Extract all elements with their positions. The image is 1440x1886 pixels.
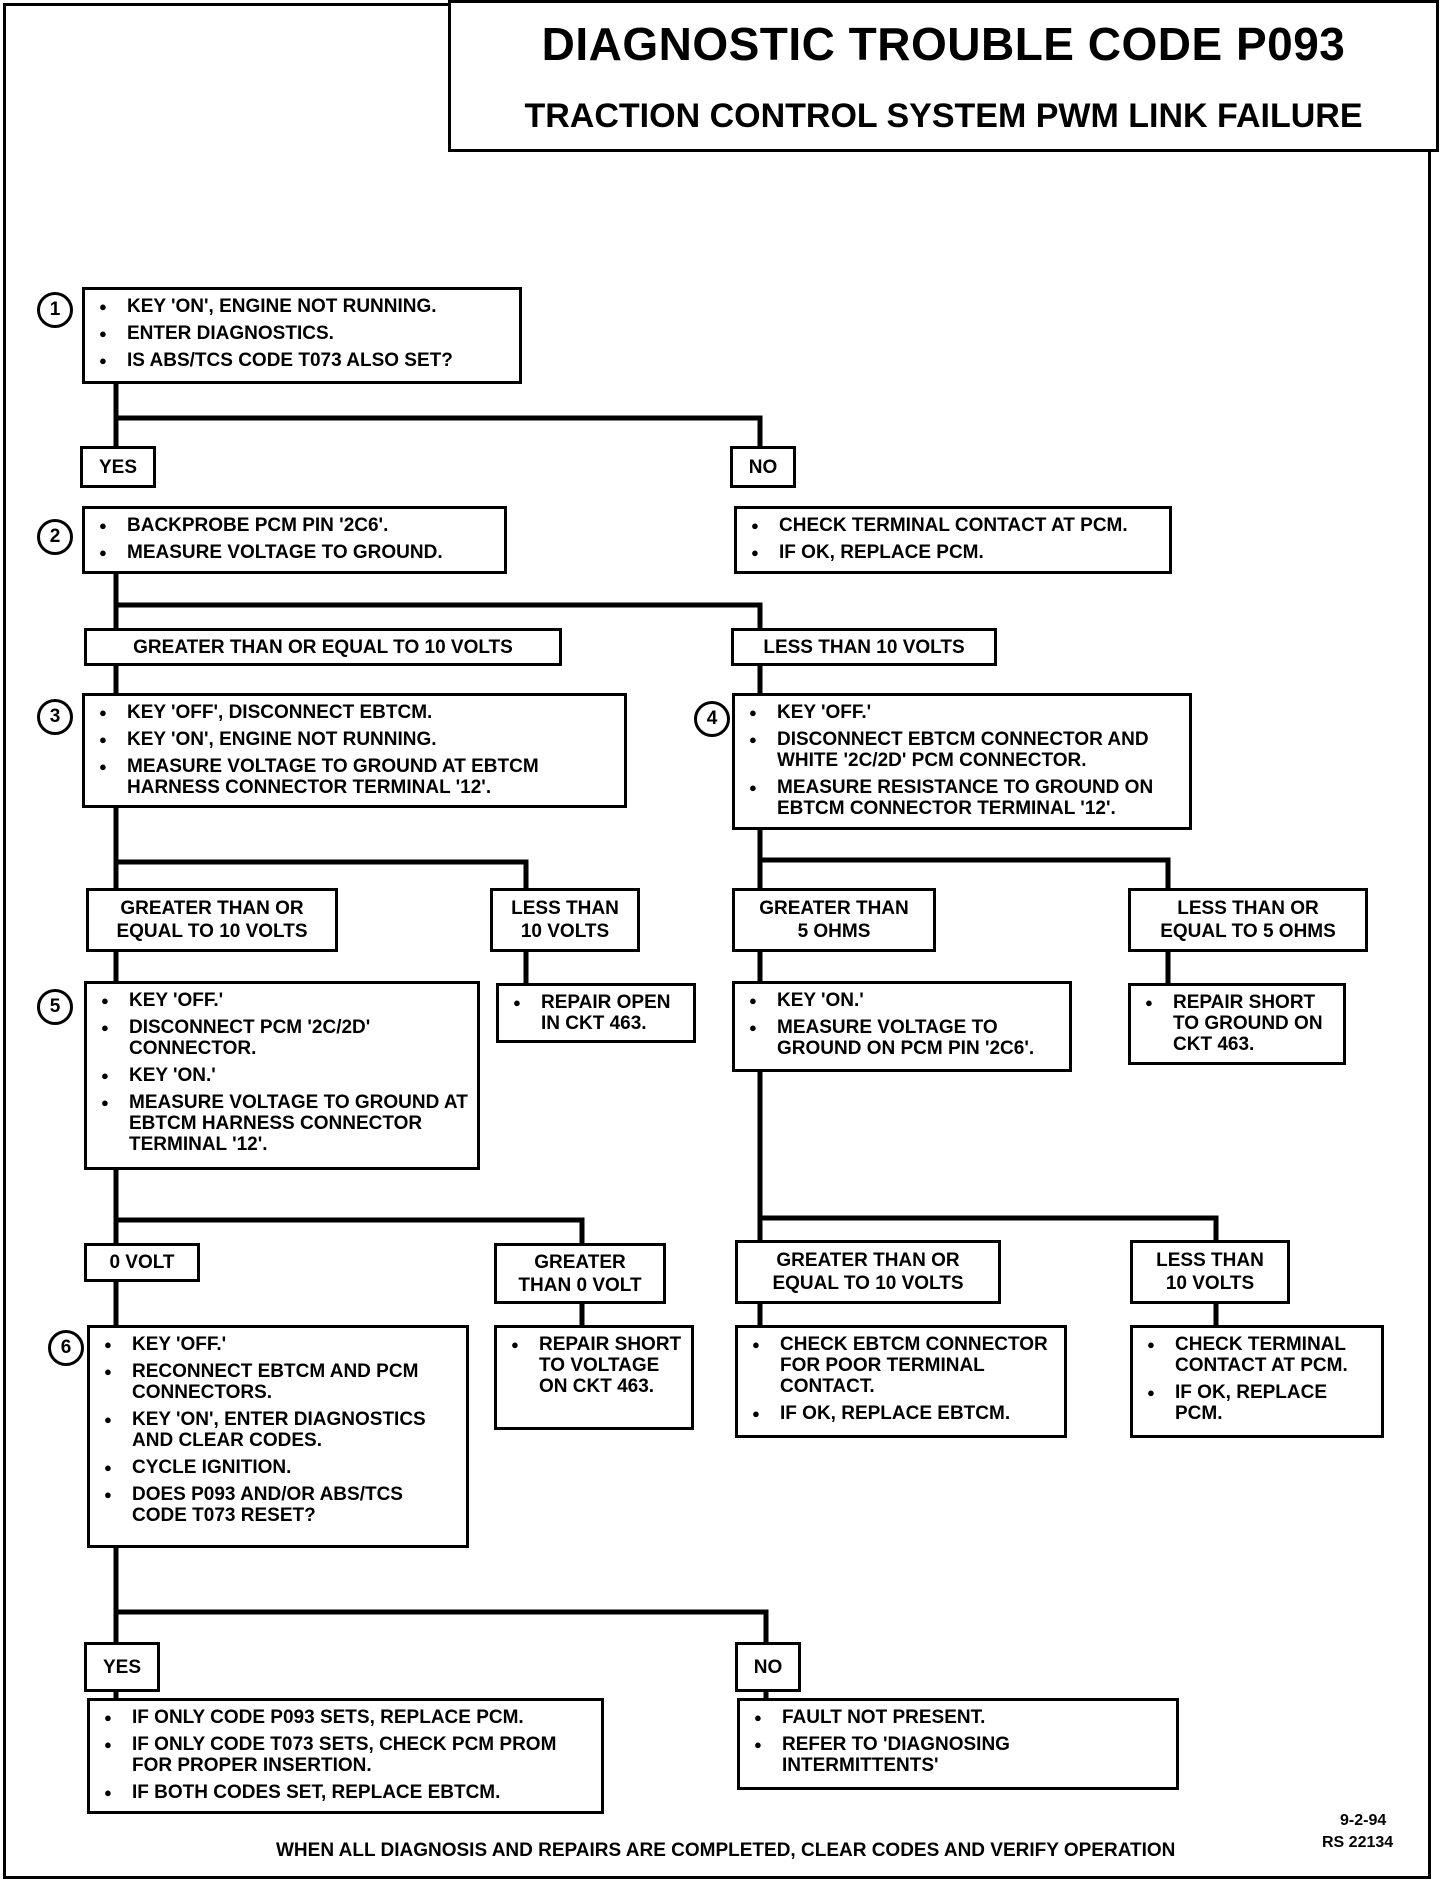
page-title: DIAGNOSTIC TROUBLE CODE P093	[541, 18, 1346, 70]
branch-le5: LESS THAN OR EQUAL TO 5 OHMS	[1128, 888, 1368, 952]
branch-ge10-a: GREATER THAN OR EQUAL TO 10 VOLTS	[84, 628, 562, 666]
branch-zero-volt: 0 VOLT	[84, 1243, 200, 1282]
list-item: CHECK TERMINAL CONTACT AT PCM.	[745, 515, 1161, 536]
branch-lt10-b: LESS THAN 10 VOLTS	[490, 888, 640, 952]
list-item: KEY 'OFF.'	[95, 990, 469, 1011]
list-item: IF BOTH CODES SET, REPLACE EBTCM.	[98, 1782, 593, 1803]
step-4-box: KEY 'OFF.' DISCONNECT EBTCM CONNECTOR AND…	[732, 693, 1192, 830]
list-item: CHECK TERMINAL CONTACT AT PCM.	[1141, 1334, 1373, 1376]
list-item: DISCONNECT PCM '2C/2D' CONNECTOR.	[95, 1017, 469, 1059]
list-item: ENTER DIAGNOSTICS.	[93, 323, 511, 344]
list-item: KEY 'OFF', DISCONNECT EBTCM.	[93, 702, 616, 723]
list-item: MEASURE VOLTAGE TO GROUND AT EBTCM HARNE…	[93, 756, 616, 798]
list-item: MEASURE VOLTAGE TO GROUND.	[93, 542, 496, 563]
branch-lt10-c: LESS THAN 10 VOLTS	[1130, 1240, 1290, 1304]
branch-gt5: GREATER THAN 5 OHMS	[732, 888, 936, 952]
footer-note: WHEN ALL DIAGNOSIS AND REPAIRS ARE COMPL…	[276, 1840, 1176, 1861]
list-item: REPAIR SHORT TO VOLTAGE ON CKT 463.	[505, 1334, 683, 1397]
list-item: DOES P093 AND/OR ABS/TCS CODE T073 RESET…	[98, 1484, 458, 1526]
list-item: MEASURE VOLTAGE TO GROUND ON PCM PIN '2C…	[743, 1017, 1061, 1059]
list-item: REFER TO 'DIAGNOSING INTERMITTENTS'	[748, 1734, 1168, 1776]
list-item: KEY 'OFF.'	[743, 702, 1181, 723]
step-number-1: 1	[37, 292, 73, 328]
list-item: IS ABS/TCS CODE T073 ALSO SET?	[93, 350, 511, 371]
list-item: MEASURE RESISTANCE TO GROUND ON EBTCM CO…	[743, 777, 1181, 819]
list-item: FAULT NOT PRESENT.	[748, 1707, 1168, 1728]
check-ebtcm-box: CHECK EBTCM CONNECTOR FOR POOR TERMINAL …	[735, 1325, 1067, 1438]
list-item: RECONNECT EBTCM AND PCM CONNECTORS.	[98, 1361, 458, 1403]
list-item: CYCLE IGNITION.	[98, 1457, 458, 1478]
no-result-box: FAULT NOT PRESENT. REFER TO 'DIAGNOSING I…	[737, 1698, 1179, 1790]
list-item: DISCONNECT EBTCM CONNECTOR AND WHITE '2C…	[743, 729, 1181, 771]
list-item: KEY 'ON', ENGINE NOT RUNNING.	[93, 729, 616, 750]
repair-short-ground-box: REPAIR SHORT TO GROUND ON CKT 463.	[1128, 983, 1346, 1065]
step-4b-box: KEY 'ON.' MEASURE VOLTAGE TO GROUND ON PC…	[732, 981, 1072, 1072]
page-subtitle: TRACTION CONTROL SYSTEM PWM LINK FAILURE	[524, 97, 1363, 135]
branch-ge10-c: GREATER THAN OR EQUAL TO 10 VOLTS	[735, 1240, 1001, 1304]
step-number-6: 6	[48, 1330, 84, 1366]
list-item: MEASURE VOLTAGE TO GROUND AT EBTCM HARNE…	[95, 1092, 469, 1155]
check-pcm-box-2: CHECK TERMINAL CONTACT AT PCM. IF OK, REP…	[1130, 1325, 1384, 1438]
branch-lt10-a: LESS THAN 10 VOLTS	[731, 628, 997, 666]
step-5-box: KEY 'OFF.' DISCONNECT PCM '2C/2D' CONNECT…	[84, 981, 480, 1170]
list-item: REPAIR SHORT TO GROUND ON CKT 463.	[1139, 992, 1335, 1055]
step-number-5: 5	[37, 989, 73, 1025]
list-item: IF OK, REPLACE EBTCM.	[746, 1403, 1056, 1424]
check-pcm-box-1: CHECK TERMINAL CONTACT AT PCM. IF OK, REP…	[734, 506, 1172, 574]
list-item: IF OK, REPLACE PCM.	[1141, 1382, 1373, 1424]
repair-short-voltage-box: REPAIR SHORT TO VOLTAGE ON CKT 463.	[494, 1325, 694, 1430]
title-box: DIAGNOSTIC TROUBLE CODE P093 TRACTION CO…	[448, 0, 1439, 152]
list-item: IF OK, REPLACE PCM.	[745, 542, 1161, 563]
list-item: REPAIR OPEN IN CKT 463.	[507, 992, 685, 1034]
footer-date: 9-2-94	[1340, 1812, 1387, 1829]
list-item: IF ONLY CODE T073 SETS, CHECK PCM PROM F…	[98, 1734, 593, 1776]
step-3-box: KEY 'OFF', DISCONNECT EBTCM. KEY 'ON', EN…	[82, 693, 627, 808]
yes-result-box: IF ONLY CODE P093 SETS, REPLACE PCM. IF O…	[87, 1698, 604, 1814]
list-item: KEY 'OFF.'	[98, 1334, 458, 1355]
list-item: KEY 'ON.'	[743, 990, 1061, 1011]
step-number-2: 2	[37, 519, 73, 555]
list-item: KEY 'ON', ENTER DIAGNOSTICS AND CLEAR CO…	[98, 1409, 458, 1451]
branch-no-2: NO	[735, 1642, 801, 1692]
step-1-box: KEY 'ON', ENGINE NOT RUNNING. ENTER DIAGN…	[82, 287, 522, 384]
list-item: KEY 'ON', ENGINE NOT RUNNING.	[93, 296, 511, 317]
branch-gt0: GREATER THAN 0 VOLT	[494, 1243, 666, 1304]
step-number-3: 3	[37, 699, 73, 735]
list-item: CHECK EBTCM CONNECTOR FOR POOR TERMINAL …	[746, 1334, 1056, 1397]
step-2-box: BACKPROBE PCM PIN '2C6'. MEASURE VOLTAGE …	[82, 506, 507, 574]
step-6-box: KEY 'OFF.' RECONNECT EBTCM AND PCM CONNEC…	[87, 1325, 469, 1548]
list-item: BACKPROBE PCM PIN '2C6'.	[93, 515, 496, 536]
footer-ref: RS 22134	[1322, 1834, 1394, 1851]
branch-yes-1: YES	[80, 446, 156, 488]
repair-open-box: REPAIR OPEN IN CKT 463.	[496, 983, 696, 1043]
list-item: KEY 'ON.'	[95, 1065, 469, 1086]
branch-yes-2: YES	[84, 1642, 160, 1692]
branch-no-1: NO	[730, 446, 796, 488]
branch-ge10-b: GREATER THAN OR EQUAL TO 10 VOLTS	[86, 888, 338, 952]
step-number-4: 4	[694, 701, 730, 737]
list-item: IF ONLY CODE P093 SETS, REPLACE PCM.	[98, 1707, 593, 1728]
